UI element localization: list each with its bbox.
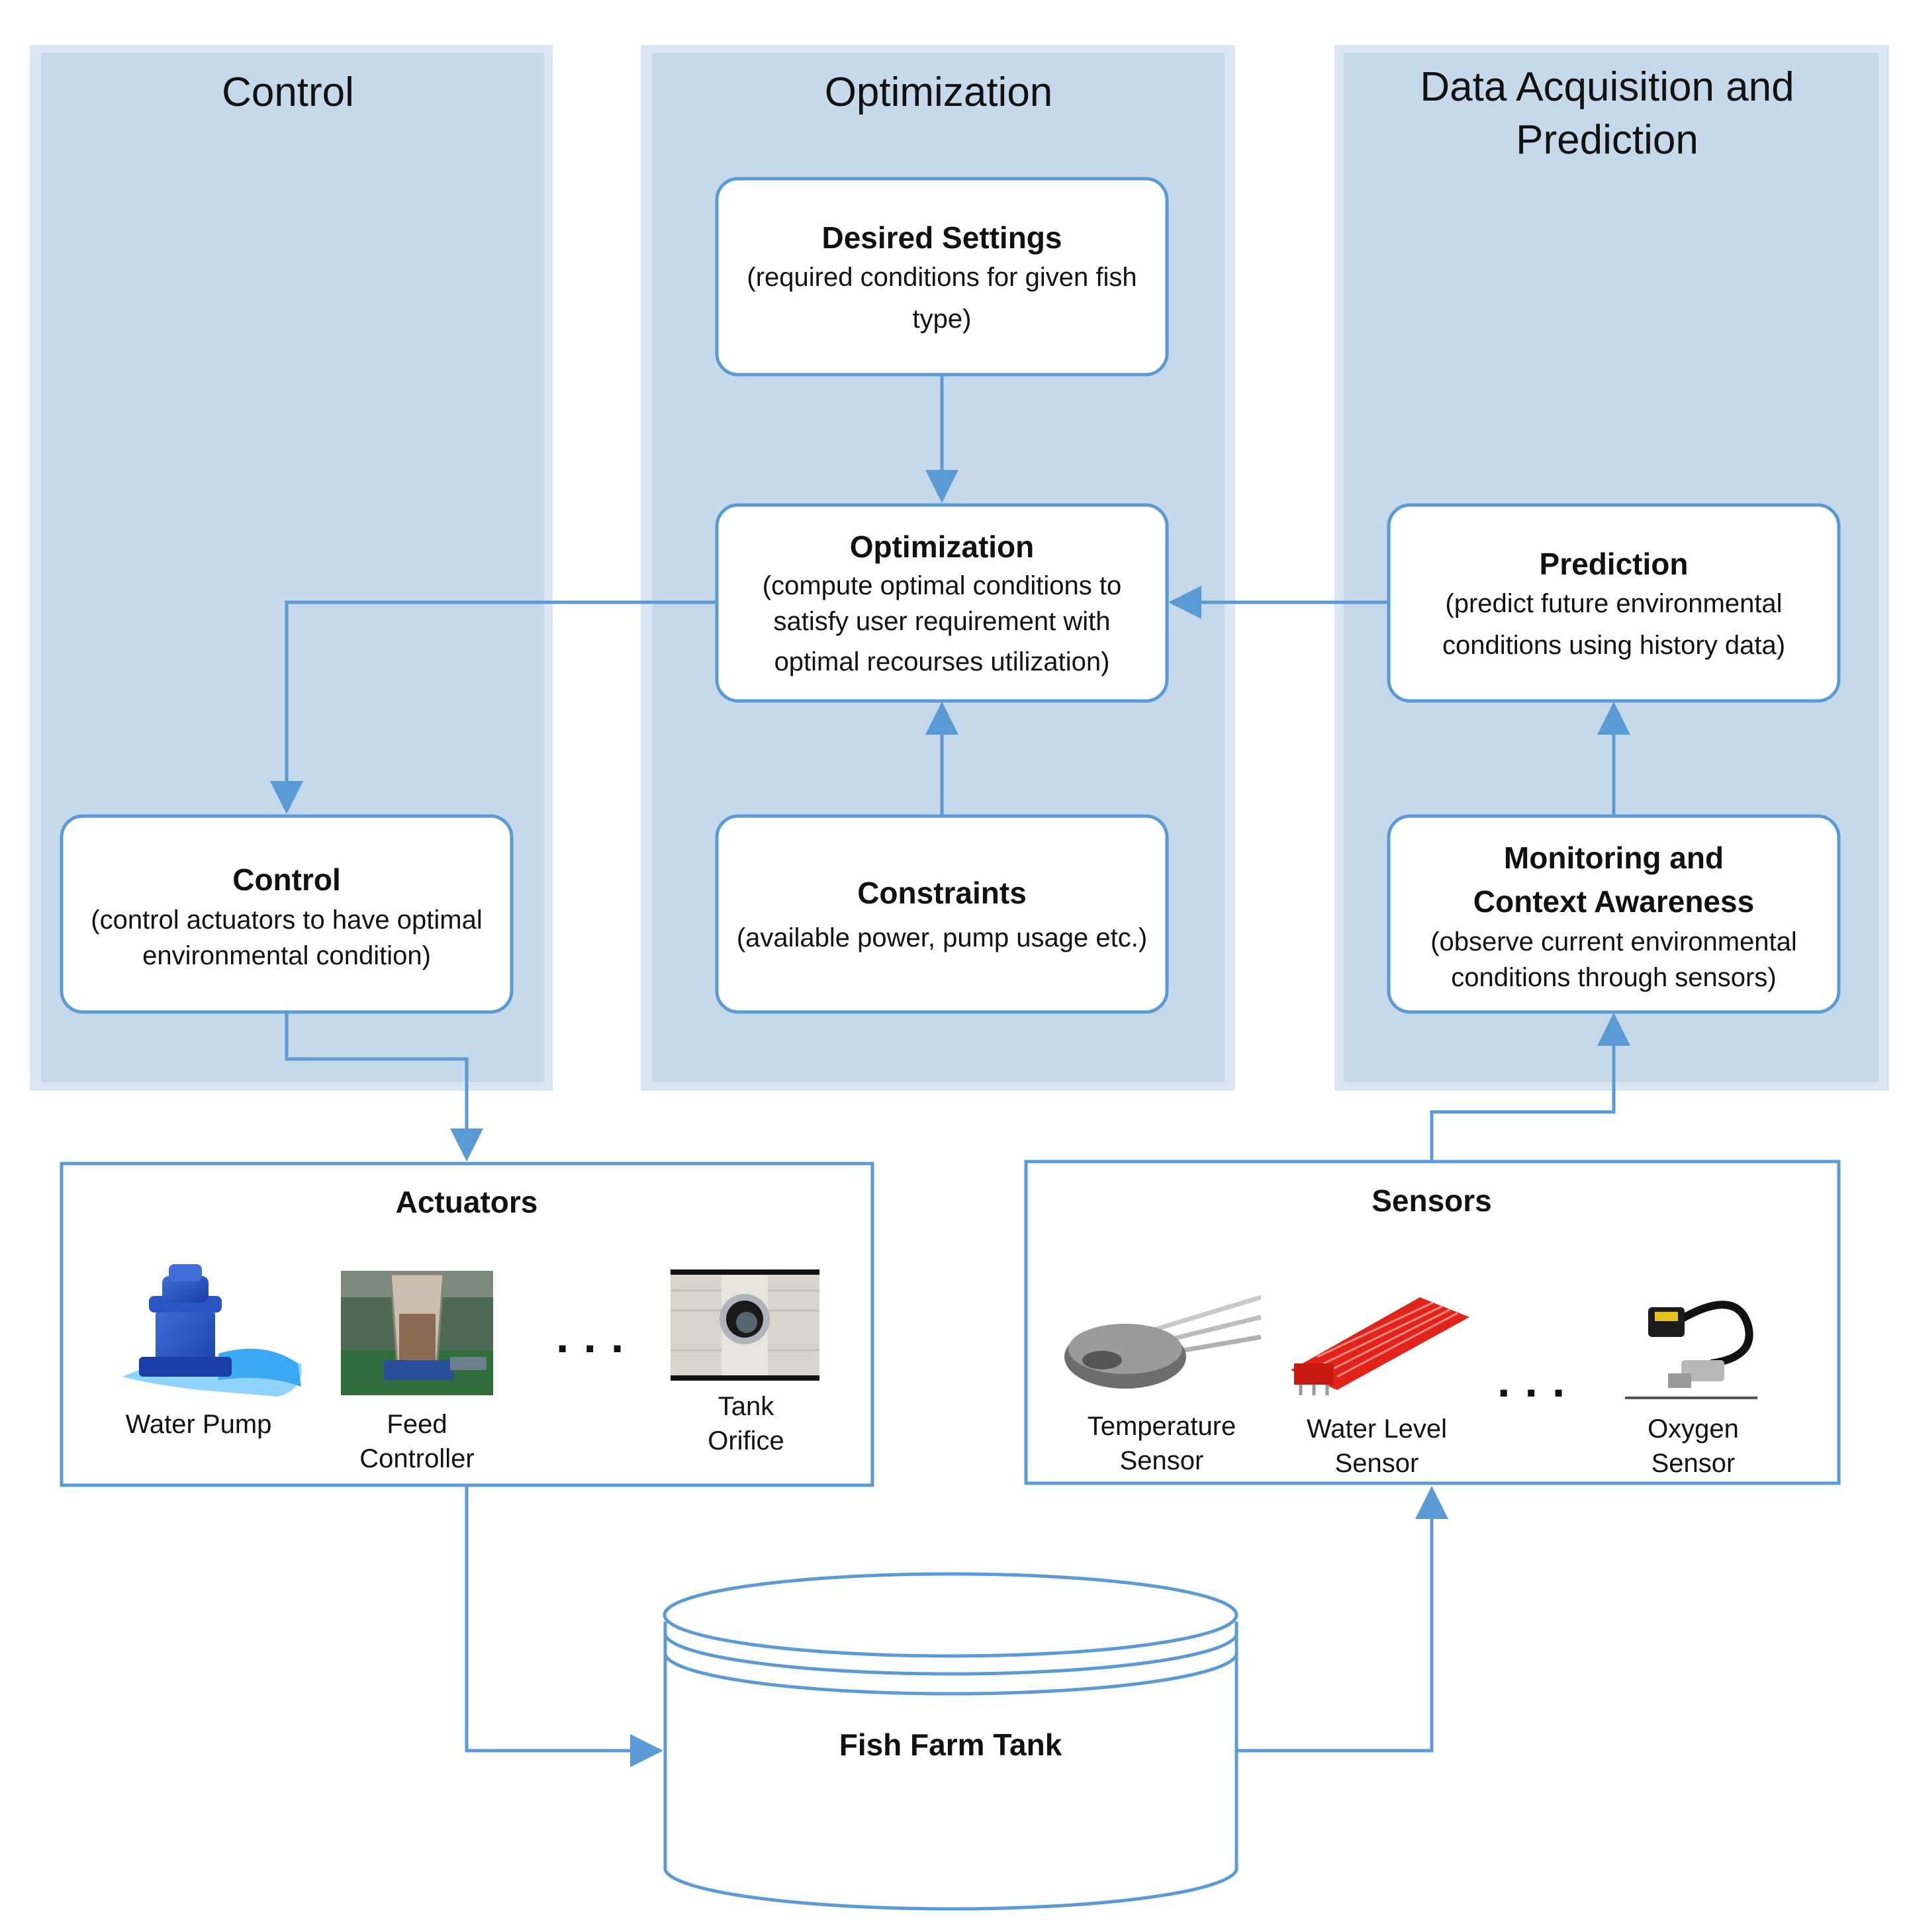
actuators-ellipsis: ... — [556, 1311, 638, 1362]
column-title-data-line2: Prediction — [1516, 117, 1698, 163]
constraints-title: Constraints — [857, 876, 1027, 910]
water-pump-label: Water Pump — [126, 1410, 272, 1439]
optimization-line2: satisfy user requirement with — [773, 607, 1110, 636]
tank-orifice-image — [671, 1269, 819, 1381]
sensors-title: Sensors — [1372, 1183, 1492, 1218]
control-title: Control — [232, 862, 341, 897]
control-line2: environmental condition) — [142, 941, 431, 970]
monitoring-title-line2: Context Awareness — [1473, 884, 1754, 919]
arrow-tank-to-sensors — [1236, 1486, 1448, 1753]
column-title-data-line1: Data Acquisition and — [1420, 64, 1794, 110]
prediction-line1: (predict future environmental — [1445, 589, 1782, 618]
optimization-box: Optimization (compute optimal conditions… — [715, 503, 1169, 703]
constraints-line1: (available power, pump usage etc.) — [737, 923, 1147, 952]
fish-farm-tank-label: Fish Farm Tank — [839, 1727, 1062, 1762]
monitoring-box: Monitoring and Context Awareness (observ… — [1387, 814, 1841, 1014]
desired-settings-title: Desired Settings — [822, 220, 1062, 255]
desired-settings-box: Desired Settings (required conditions fo… — [715, 177, 1169, 377]
prediction-box: Prediction (predict future environmental… — [1387, 503, 1841, 703]
sensors-box: Sensors ... — [1024, 1160, 1841, 1485]
tank-orifice-label-line1: Tank — [718, 1392, 774, 1421]
oxygen-sensor-image — [1625, 1301, 1757, 1399]
monitoring-line1: (observe current environmental — [1430, 927, 1797, 956]
water-level-sensor-label-line1: Water Level — [1307, 1414, 1447, 1444]
feed-controller-label-line2: Controller — [359, 1444, 474, 1473]
optimization-line3: optimal recourses utilization) — [774, 647, 1110, 676]
water-pump-image — [122, 1264, 302, 1397]
temperature-sensor-label-line2: Sensor — [1120, 1446, 1204, 1475]
sensors-ellipsis: ... — [1497, 1355, 1579, 1406]
tank-orifice-label-line2: Orifice — [708, 1426, 784, 1455]
arrow-optimization-to-control — [270, 600, 717, 814]
column-title-control: Control — [222, 69, 354, 115]
feed-controller-label-line1: Feed — [387, 1410, 447, 1439]
desired-settings-line2: type) — [913, 304, 972, 334]
temperature-sensor-image — [1064, 1295, 1262, 1389]
water-level-sensor-image — [1291, 1297, 1469, 1395]
connectors — [270, 375, 1630, 1767]
column-title-optimization: Optimization — [825, 69, 1053, 115]
prediction-line2: conditions using history data) — [1442, 631, 1785, 660]
fish-farm-tank: Fish Farm Tank — [663, 1572, 1238, 1911]
constraints-box: Constraints (available power, pump usage… — [715, 814, 1169, 1014]
monitoring-line2: conditions through sensors) — [1451, 963, 1776, 992]
optimization-title: Optimization — [850, 529, 1035, 564]
control-line1: (control actuators to have optimal — [91, 905, 482, 935]
arrow-sensors-to-monitoring — [1430, 1013, 1630, 1162]
optimization-line1: (compute optimal conditions to — [763, 571, 1122, 600]
oxygen-sensor-label-line2: Sensor — [1651, 1449, 1736, 1478]
oxygen-sensor-label-line1: Oxygen — [1648, 1414, 1739, 1444]
arrow-control-to-actuators — [285, 1012, 483, 1162]
prediction-title: Prediction — [1540, 547, 1689, 581]
actuators-title: Actuators — [396, 1185, 538, 1219]
actuators-box: Actuators ... — [60, 1162, 874, 1487]
feed-controller-image — [341, 1271, 493, 1395]
control-box: Control (control actuators to have optim… — [60, 814, 514, 1014]
temperature-sensor-label-line1: Temperature — [1088, 1412, 1236, 1441]
monitoring-title-line1: Monitoring and — [1504, 841, 1724, 875]
water-level-sensor-label-line2: Sensor — [1335, 1449, 1419, 1478]
arrow-actuators-to-tank — [465, 1485, 663, 1767]
desired-settings-line1: (required conditions for given fish — [747, 263, 1137, 292]
